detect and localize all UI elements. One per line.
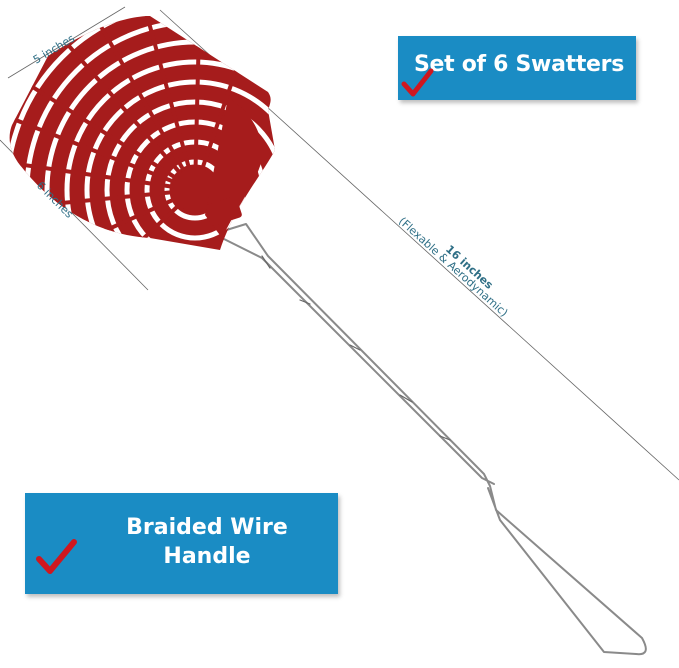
set-count-badge: Set of 6 Swatters <box>398 36 636 100</box>
set-count-text: Set of 6 Swatters <box>413 52 625 77</box>
length-dimension-note: (Flexable & Aerodynamic) <box>396 215 510 320</box>
wire-handle <box>219 223 647 656</box>
handle-feature-line1: Braided Wire <box>126 515 288 540</box>
handle-feature-line2: Handle <box>163 544 251 569</box>
checkmark-icon <box>401 68 434 97</box>
swatter-head <box>9 16 275 250</box>
checkmark-icon <box>36 539 77 574</box>
handle-feature-badge: Braided Wire Handle <box>25 493 338 594</box>
